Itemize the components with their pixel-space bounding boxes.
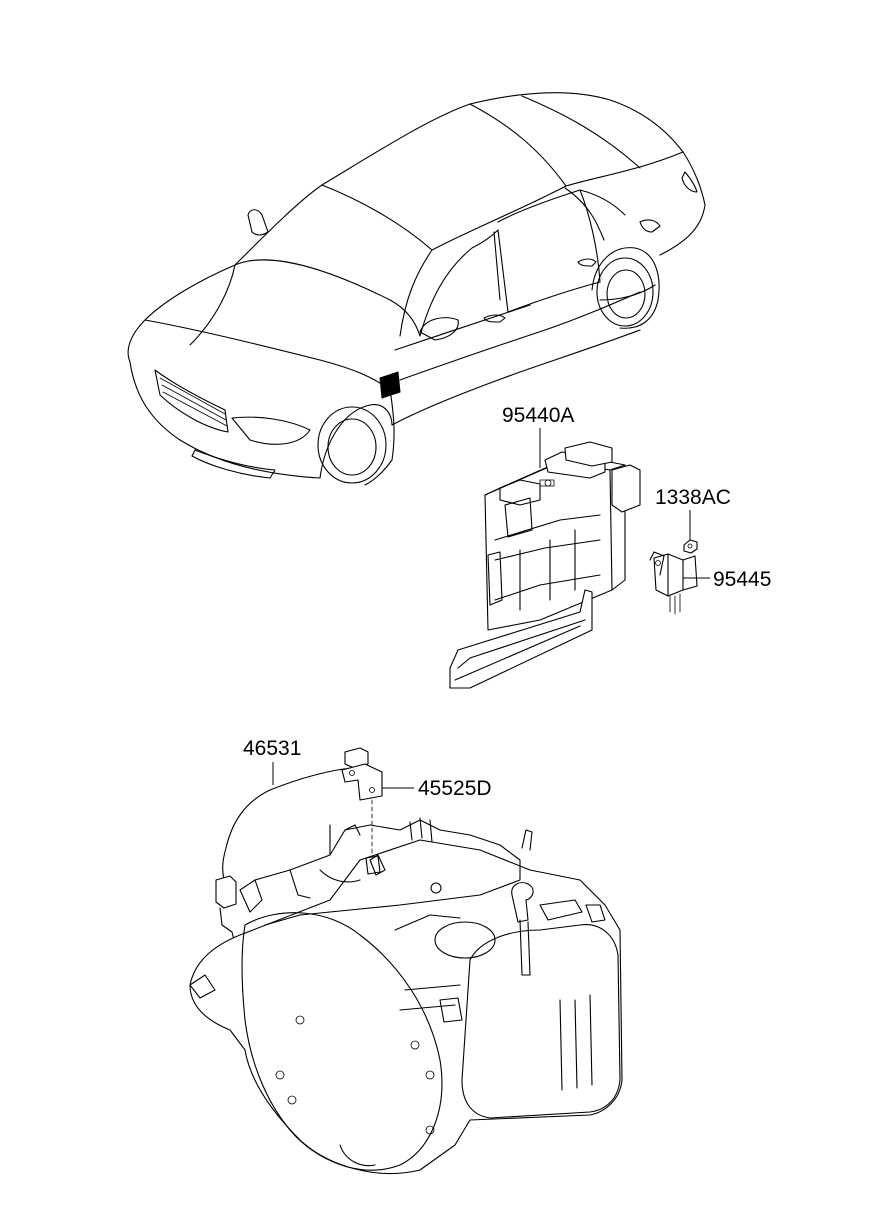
part-number-1338AC: 1338AC	[655, 486, 731, 509]
label-46531: 46531	[243, 737, 301, 785]
label-95445: 95445	[683, 568, 771, 591]
car-illustration	[127, 92, 706, 486]
sensor-part	[215, 747, 369, 949]
relay-part	[649, 551, 698, 615]
ecu-module	[449, 441, 641, 689]
part-number-95440A: 95440A	[502, 404, 574, 427]
part-number-46531: 46531	[243, 737, 301, 760]
part-number-95445: 95445	[713, 568, 771, 591]
label-45525D: 45525D	[382, 777, 492, 800]
label-1338AC: 1338AC	[655, 486, 731, 540]
label-95440A: 95440A	[502, 404, 574, 468]
bracket-part	[341, 763, 383, 859]
part-number-45525D: 45525D	[418, 777, 492, 800]
nut-part	[683, 539, 698, 554]
transmission-illustration	[189, 817, 623, 1175]
